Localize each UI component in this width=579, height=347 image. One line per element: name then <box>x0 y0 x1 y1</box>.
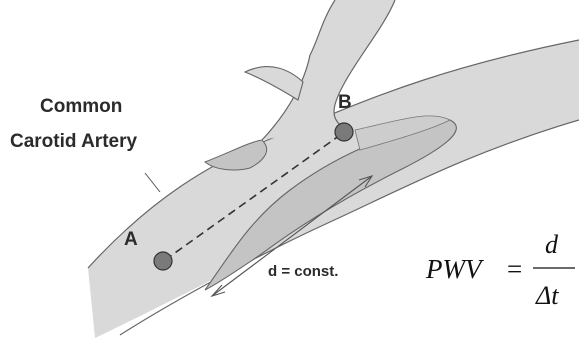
artery-side-branch <box>245 67 303 100</box>
artery-label-line1: Common <box>40 96 122 117</box>
artery-label-pointer <box>145 173 160 192</box>
formula-lhs: PWV <box>425 254 485 284</box>
distance-label: d = const. <box>268 263 338 280</box>
formula-denominator: Δt <box>535 281 559 310</box>
formula-numerator: d <box>545 230 559 259</box>
marker-b <box>335 123 353 141</box>
point-b-label: B <box>338 92 352 113</box>
marker-a <box>154 252 172 270</box>
formula-equals: = <box>507 254 522 284</box>
point-a-label: A <box>124 229 138 250</box>
artery-label-line2: Carotid Artery <box>10 131 137 152</box>
